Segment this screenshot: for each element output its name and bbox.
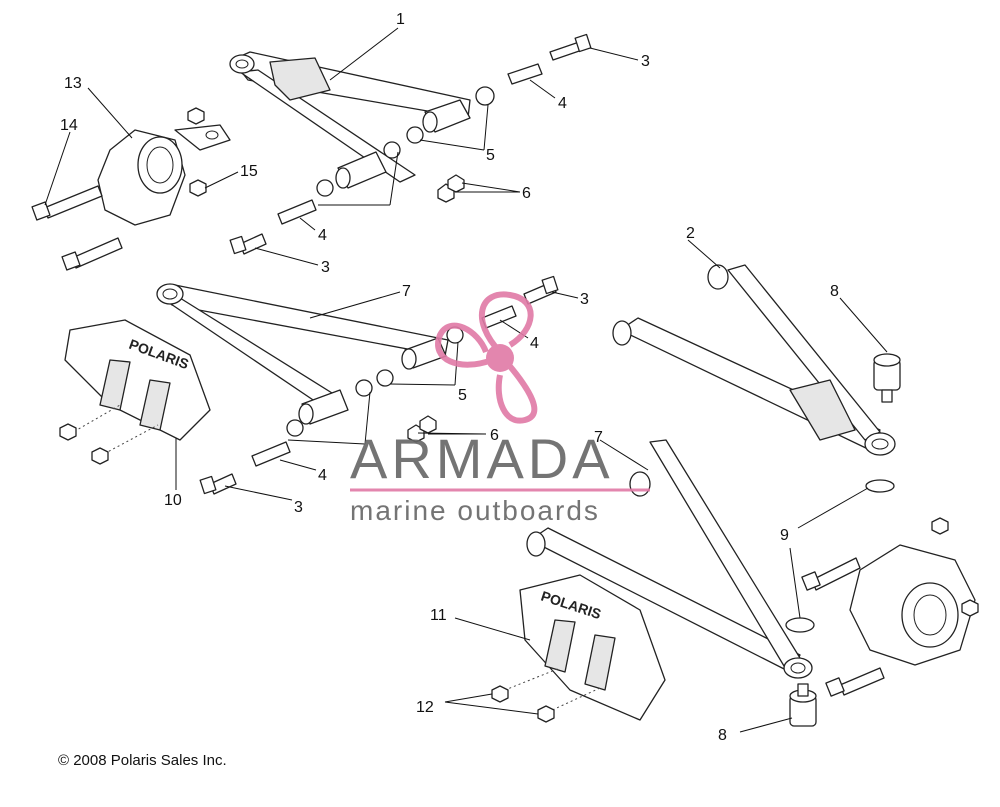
leader-lines xyxy=(44,27,888,733)
callout-6-mid: 6 xyxy=(490,427,499,444)
callout-3-mid: 3 xyxy=(580,291,589,308)
callout-8-lower: 8 xyxy=(718,727,727,744)
callout-3-upper-mid: 3 xyxy=(321,259,330,276)
callout-5-mid: 5 xyxy=(458,387,467,404)
lower-a-arm-left xyxy=(156,283,449,425)
hardware-upper-right xyxy=(229,33,592,255)
callout-14: 14 xyxy=(60,117,78,134)
callout-7-mid: 7 xyxy=(402,283,411,300)
watermark-logo xyxy=(435,291,538,424)
upper-a-arm-right xyxy=(612,264,896,456)
callout-6-top: 6 xyxy=(522,185,531,202)
skid-guard-left: POLARIS xyxy=(59,319,211,465)
spindle-left xyxy=(31,107,231,271)
callout-4-top: 4 xyxy=(558,95,567,112)
callout-8-upper: 8 xyxy=(830,283,839,300)
callout-3-low: 3 xyxy=(294,499,303,516)
lower-a-arm-right xyxy=(526,439,813,679)
watermark: ARMADA marine outboards xyxy=(350,291,650,526)
callout-4-upper-mid: 4 xyxy=(318,227,327,244)
callout-1: 1 xyxy=(396,11,405,28)
callout-labels: 1 2 3 3 3 3 4 4 4 4 5 5 6 6 7 7 8 8 9 10… xyxy=(60,11,839,744)
spindle-right xyxy=(801,517,979,697)
watermark-subtitle: marine outboards xyxy=(350,495,600,526)
callout-9: 9 xyxy=(780,527,789,544)
copyright-text: © 2008 Polaris Sales Inc. xyxy=(58,752,227,769)
callout-5-top: 5 xyxy=(486,147,495,164)
callout-2: 2 xyxy=(686,225,695,242)
callout-3-top: 3 xyxy=(641,53,650,70)
callout-13: 13 xyxy=(64,75,82,92)
callout-10: 10 xyxy=(164,492,182,509)
ball-joint-lower xyxy=(789,683,817,727)
callout-15: 15 xyxy=(240,163,258,180)
callout-11: 11 xyxy=(430,607,447,624)
upper-a-arm-top xyxy=(229,51,471,189)
ball-joint-upper xyxy=(873,353,901,403)
callout-12: 12 xyxy=(416,699,434,716)
callout-7-low: 7 xyxy=(594,429,603,446)
skid-guard-bottom: POLARIS xyxy=(491,574,666,723)
callout-4-low: 4 xyxy=(318,467,327,484)
watermark-title: ARMADA xyxy=(350,427,614,490)
hardware-middle xyxy=(199,275,559,495)
callout-4-mid: 4 xyxy=(530,335,539,352)
